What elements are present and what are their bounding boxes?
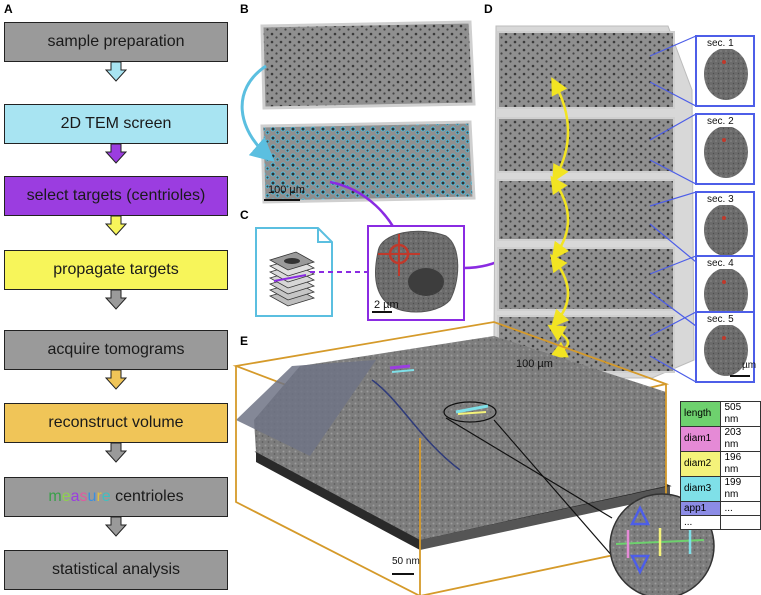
measurement-value: ... xyxy=(720,501,761,516)
flow-arrow-icon xyxy=(105,517,127,537)
measurement-value: 505 nm xyxy=(720,401,761,427)
section-label-2: sec. 2 xyxy=(705,116,736,127)
panel-c-target-selection xyxy=(255,225,546,321)
workflow-step-label: reconstruct volume xyxy=(48,414,184,431)
measurement-key: length xyxy=(679,401,722,427)
measurement-row: ... xyxy=(679,515,761,530)
measurement-value xyxy=(720,515,761,530)
measure-letter: a xyxy=(70,488,80,505)
workflow-step-label: propagate targets xyxy=(53,261,179,278)
panel-e-tomogram-volume xyxy=(232,321,672,595)
panel-label-a: A xyxy=(4,2,13,16)
measure-letter: u xyxy=(87,488,97,505)
measurement-key: diam3 xyxy=(679,476,722,502)
flow-arrow-icon xyxy=(105,443,127,463)
section-stack-icon xyxy=(268,251,316,307)
workflow-step-1: sample preparation xyxy=(4,22,228,62)
measure-letter: r xyxy=(96,488,102,505)
scalebar-b-label: 100 µm xyxy=(268,184,305,196)
workflow-step-2: 2D TEM screen xyxy=(4,104,228,144)
panel-b-tem-screen xyxy=(240,20,476,233)
measure-letter: s xyxy=(79,488,88,505)
workflow-step-6: reconstruct volume xyxy=(4,403,228,443)
flow-arrow-icon xyxy=(105,370,127,390)
workflow-step-label: sample preparation xyxy=(47,33,185,50)
section-label-1: sec. 1 xyxy=(705,38,736,49)
scalebar-d-label: 100 µm xyxy=(516,358,553,370)
tem-section-top xyxy=(260,20,476,110)
flow-arrow-icon xyxy=(105,62,127,82)
panel-label-c: C xyxy=(240,208,249,222)
measurement-value: 203 nm xyxy=(720,426,761,452)
workflow-step-label: centrioles xyxy=(110,488,184,505)
workflow-step-label: 2D TEM screen xyxy=(60,115,172,132)
measure-letter: e xyxy=(61,488,71,505)
flow-arrow-icon xyxy=(105,216,127,236)
scalebar-e-label: 50 nm xyxy=(392,556,420,567)
measurement-value: 196 nm xyxy=(720,451,761,477)
workflow-step-label: select targets (centrioles) xyxy=(26,187,206,204)
scalebar-d-inset-label: µm xyxy=(742,360,757,371)
panel-label-b: B xyxy=(240,2,249,16)
measurement-key: diam1 xyxy=(679,426,722,452)
scalebar-c-label: 2 µm xyxy=(374,299,399,311)
workflow-step-8: statistical analysis xyxy=(4,550,228,590)
membrane-surface xyxy=(236,360,376,456)
section-label-5: sec. 5 xyxy=(705,314,736,325)
workflow-step-label: acquire tomograms xyxy=(47,341,185,358)
measurement-value: 199 nm xyxy=(720,476,761,502)
section-label-3: sec. 3 xyxy=(705,194,736,205)
workflow-step-4: propagate targets xyxy=(4,250,228,290)
measurement-row: app1... xyxy=(679,501,761,516)
workflow-step-label: statistical analysis xyxy=(51,561,181,578)
panel-label-e: E xyxy=(240,334,249,348)
measure-letter: m xyxy=(48,488,62,505)
measurement-key: ... xyxy=(679,515,722,530)
flow-arrow-icon xyxy=(105,144,127,164)
panel-label-d: D xyxy=(484,2,493,16)
arrow-b-screen xyxy=(240,64,275,162)
workflow-step-5: acquire tomograms xyxy=(4,330,228,370)
measurement-key: app1 xyxy=(679,501,722,516)
tem-section-annotated xyxy=(260,120,476,204)
flow-arrow-icon xyxy=(105,290,127,310)
section-label-4: sec. 4 xyxy=(705,258,736,269)
measurement-key: diam2 xyxy=(679,451,722,477)
measure-letter: e xyxy=(101,488,111,505)
